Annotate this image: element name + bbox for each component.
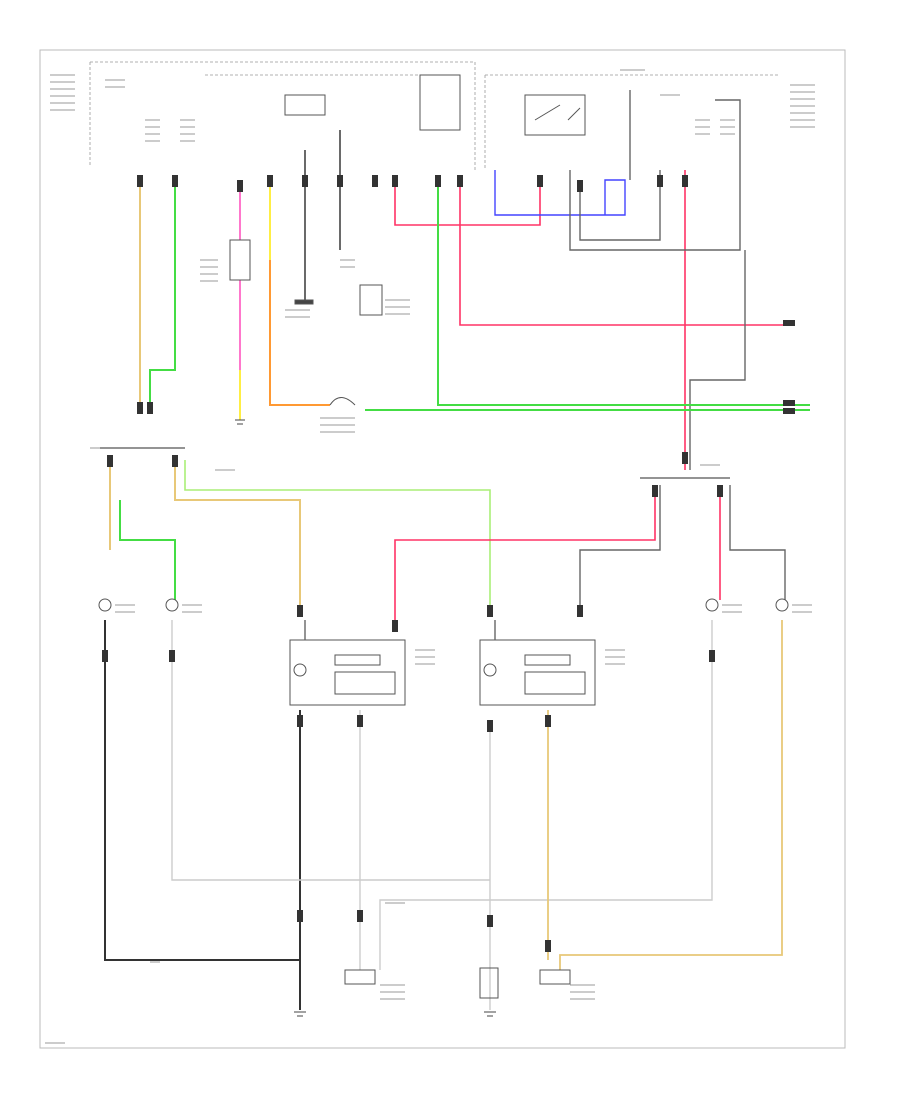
wire-green-left [119,175,176,600]
motor-right [479,639,596,706]
wire-red-top [394,170,790,630]
wire-light-lower [171,620,713,1010]
label-marks [45,69,815,1044]
wire-orange [269,175,330,406]
wire-blue-top [494,170,626,216]
inline-components [229,239,383,406]
relay-icon [284,74,586,136]
lower-connectors [102,650,715,952]
ground-icon [235,419,496,1017]
wire-black-lower [104,620,301,1010]
wire-tan-left [109,175,301,610]
wire-green-right [365,175,810,411]
motor-left [289,639,406,706]
top-enclosures [89,61,780,170]
wire-lime-left [184,460,491,610]
wire-gray-mid [304,130,341,300]
lamp-icon [98,598,789,677]
wire-gray-top [569,90,786,610]
connector-icon [107,175,795,632]
sensor-left [344,967,571,999]
diagram-frame [39,49,846,1049]
wire-gray-lower [304,620,496,640]
junction-left [100,447,730,479]
wire-tan-lower [547,620,783,970]
